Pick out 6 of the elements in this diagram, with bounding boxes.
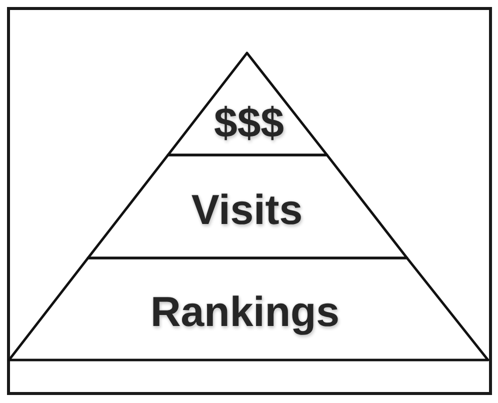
tier-label: $$$ <box>214 102 284 144</box>
tier-label: Rankings <box>150 291 340 333</box>
tier-label: Visits <box>191 189 303 231</box>
pyramid-tier <box>7 256 490 362</box>
pyramid-tier <box>166 51 329 157</box>
pyramid-tier <box>86 153 409 260</box>
